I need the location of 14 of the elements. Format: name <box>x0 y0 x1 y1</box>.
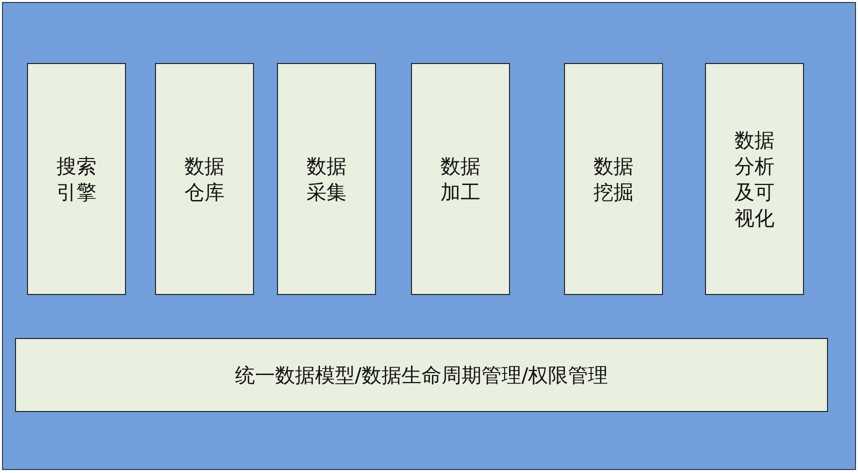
module-column <box>564 63 663 295</box>
node-label: 数据分析及可视化 <box>734 127 774 231</box>
module-column <box>155 63 254 295</box>
node-label: 数据采集 <box>306 153 346 205</box>
node-label: 统一数据模型/数据生命周期管理/权限管理 <box>234 362 608 388</box>
module-column <box>27 63 126 295</box>
module-column <box>705 63 804 295</box>
module-column <box>277 63 376 295</box>
module-column <box>411 63 510 295</box>
layer-bar <box>15 338 828 412</box>
node-label: 数据加工 <box>440 153 480 205</box>
node-label: 搜索引擎 <box>56 153 96 205</box>
node-label: 数据挖掘 <box>594 153 634 205</box>
node-label: 数据仓库 <box>184 153 224 205</box>
